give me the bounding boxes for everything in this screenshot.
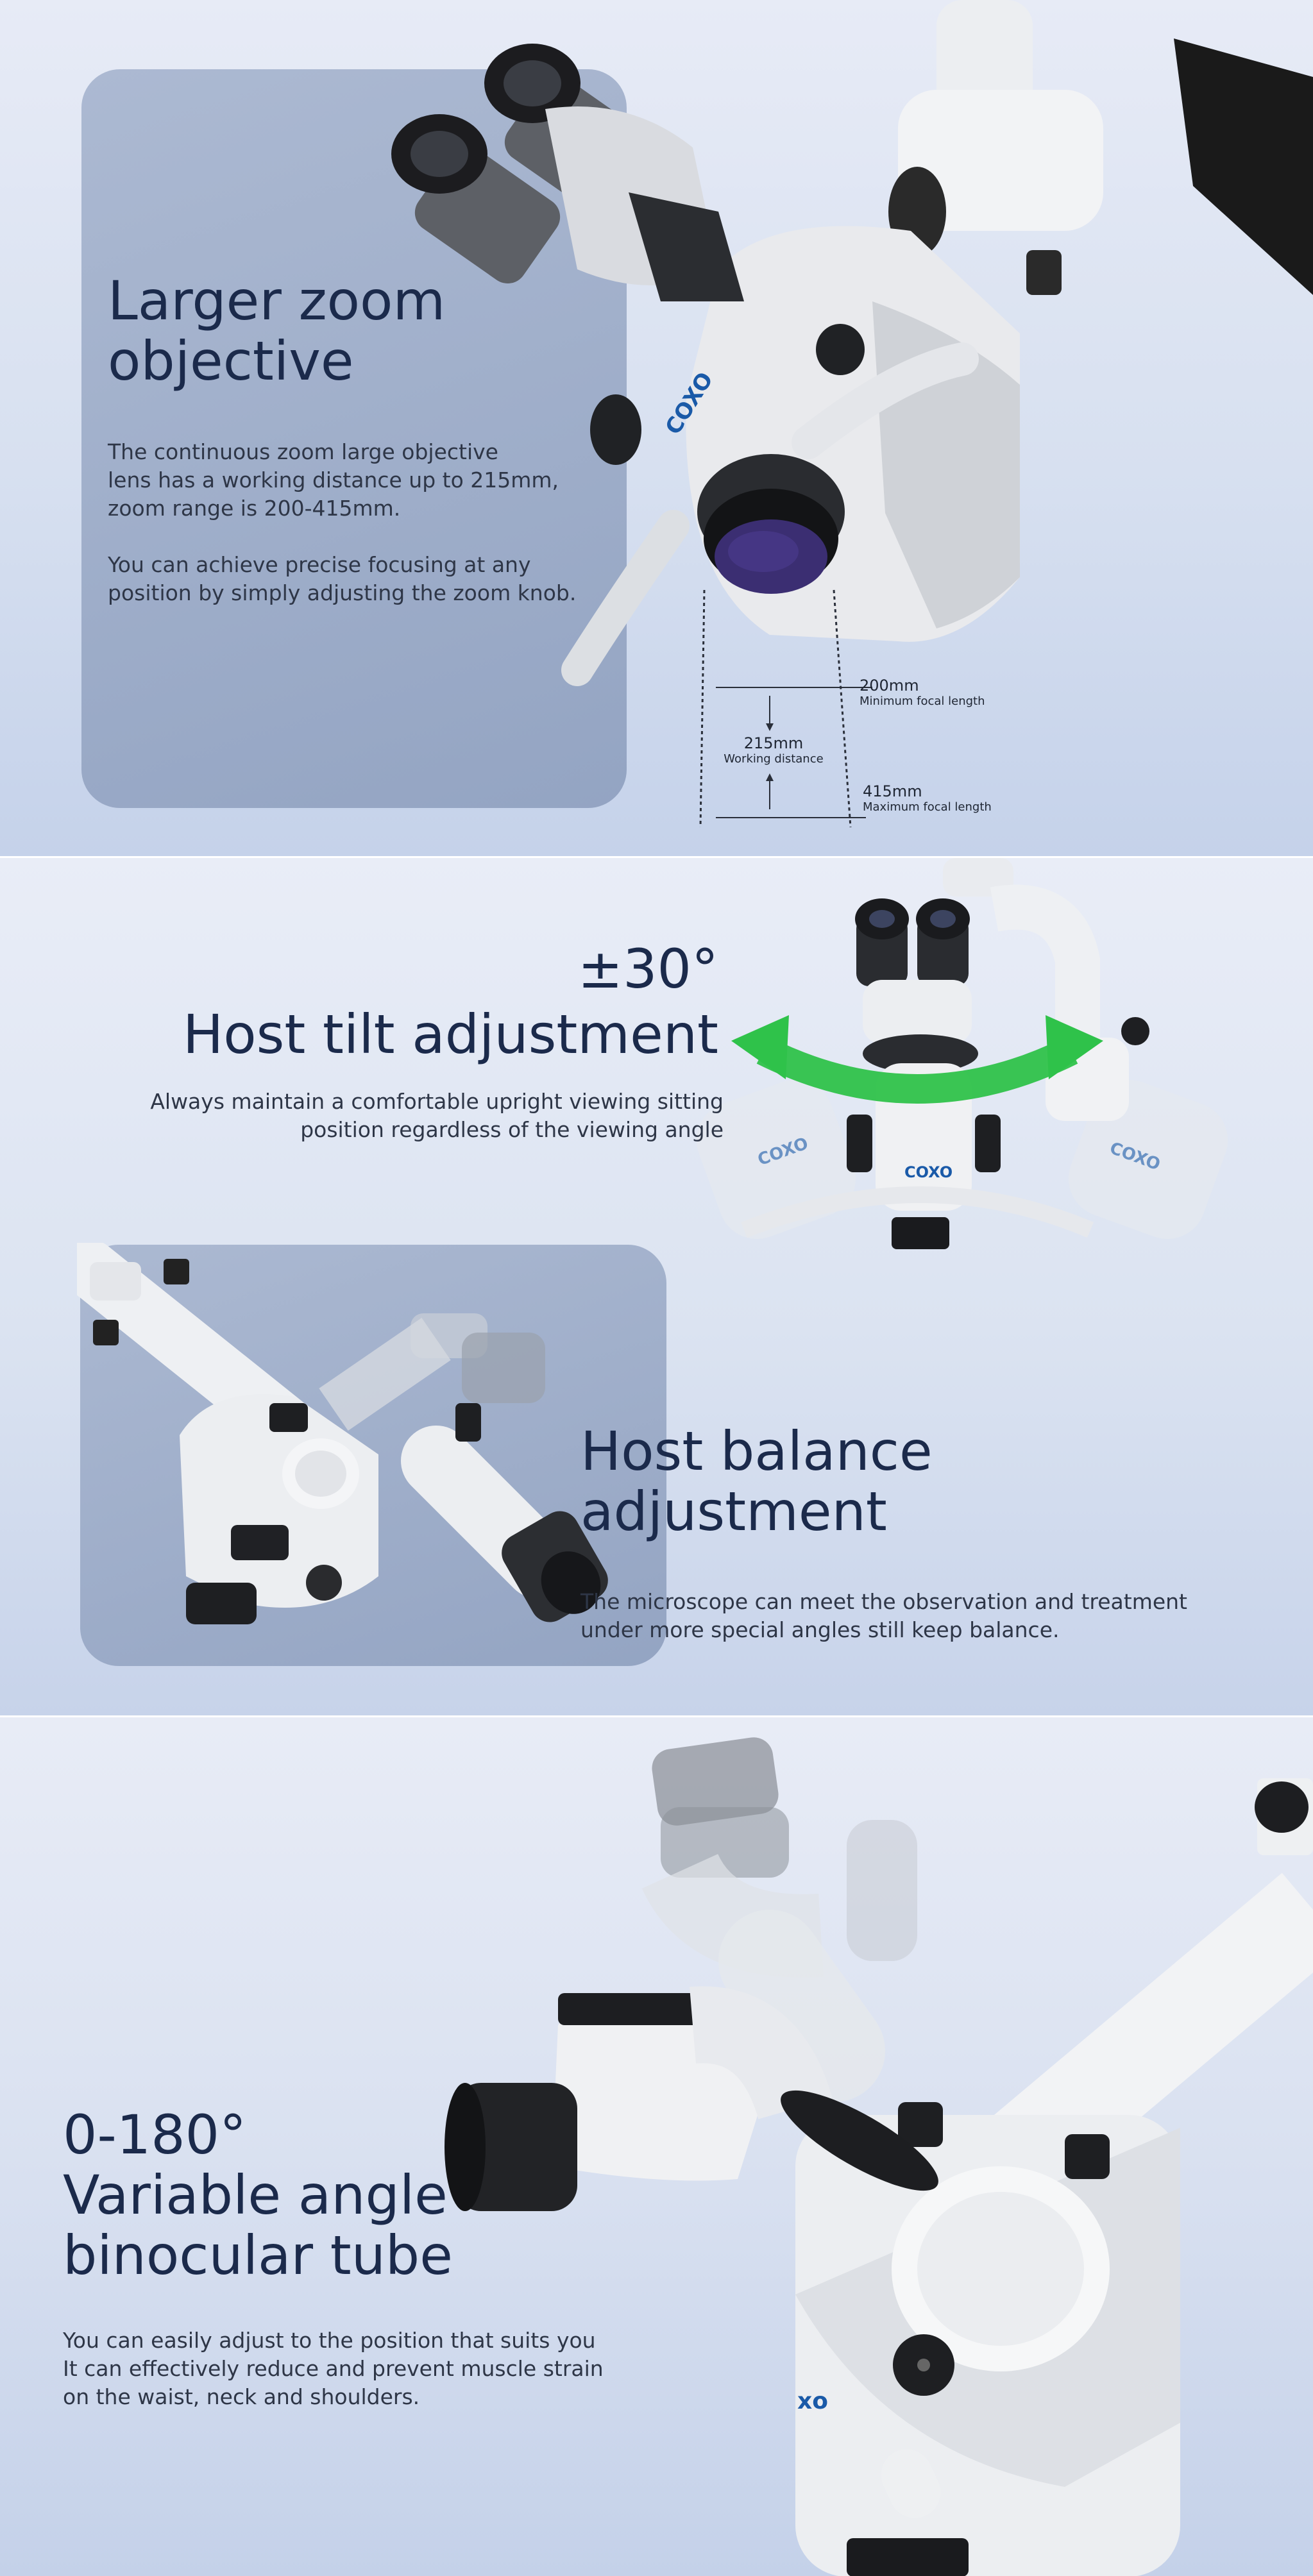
max-focal-value: 415mm (863, 782, 922, 800)
zoom-para2-line1: You can achieve precise focusing at any (108, 552, 531, 577)
zoom-para1-line3: zoom range is 200-415mm. (108, 496, 401, 521)
tilt-balance-section: COXO COXO COXO ±30° Host tilt adjustment… (0, 858, 1313, 1715)
arm-joint (898, 90, 1103, 231)
balance-title: Host balance adjustment (580, 1421, 933, 1542)
zoom-title: Larger zoom objective (108, 271, 445, 391)
zoom-title-line1: Larger zoom (108, 269, 446, 332)
zoom-para1-line1: The continuous zoom large objective (108, 439, 498, 464)
tilt-description: Always maintain a comfortable upright vi… (64, 1088, 724, 1144)
zoom-objective-section: COXO 200mm Minimum focal length 215mm Wo… (0, 0, 1313, 856)
zoom-microscope-illustration: COXO (391, 0, 1313, 686)
balance-body-line2: under more special angles still keep bal… (580, 1617, 1060, 1642)
zoom-description: The continuous zoom large objective lens… (108, 438, 608, 607)
tilt-angle: ±30° (577, 938, 718, 1000)
tilt-microscope-illustration: COXO COXO COXO (696, 858, 1228, 1249)
balance-title-line2: adjustment (580, 1480, 887, 1544)
max-focal-label: Maximum focal length (863, 800, 992, 814)
working-distance-annotation: 215mm Working distance (722, 734, 825, 766)
balance-title-line1: Host balance (580, 1420, 933, 1483)
binocular-body-line1: You can easily adjust to the position th… (63, 2328, 596, 2353)
balance-body-line1: The microscope can meet the observation … (580, 1589, 1187, 1614)
binocular-microscope-illustration: xo (445, 1737, 1313, 2576)
support-arm-white (936, 0, 1033, 115)
binocular-brand-partial: xo (797, 2388, 828, 2414)
binocular-title-line3: binocular tube (63, 2224, 453, 2287)
tilt-title: Host tilt adjustment (183, 1003, 718, 1066)
tilt-body-line2: position regardless of the viewing angle (300, 1117, 724, 1142)
working-distance-value: 215mm (743, 734, 804, 752)
min-focal-label: Minimum focal length (860, 695, 985, 708)
zoom-title-line2: objective (108, 330, 354, 393)
working-distance-label: Working distance (724, 752, 824, 766)
zoom-para2-line2: position by simply adjusting the zoom kn… (108, 580, 577, 605)
binocular-body-line3: on the waist, neck and shoulders. (63, 2384, 420, 2409)
section-divider-2 (0, 1715, 1313, 1717)
binocular-title-line1: 0-180° (63, 2103, 247, 2166)
binocular-section: xo 0-180° Variable angle binocular tube … (0, 1717, 1313, 2576)
balance-microscope-illustration (77, 1243, 608, 1624)
support-arm-black (1174, 38, 1313, 295)
tilt-body-line1: Always maintain a comfortable upright vi… (150, 1089, 724, 1114)
binocular-title-line2: Variable angle (63, 2164, 448, 2227)
binocular-title: 0-180° Variable angle binocular tube (63, 2105, 453, 2286)
min-focal-value: 200mm (860, 677, 919, 695)
min-focal-annotation: 200mm Minimum focal length (860, 677, 985, 708)
tilt-arrow (756, 1037, 1078, 1104)
max-focal-annotation: 415mm Maximum focal length (863, 782, 992, 814)
zoom-para1-line2: lens has a working distance up to 215mm, (108, 467, 559, 492)
tilt-brand-logo: COXO (904, 1163, 953, 1181)
section-divider (0, 856, 1313, 858)
binocular-description: You can easily adjust to the position th… (63, 2327, 704, 2411)
focal-length-diagram (699, 589, 872, 828)
side-handle-right (792, 342, 979, 459)
binocular-body-line2: It can effectively reduce and prevent mu… (63, 2356, 604, 2381)
balance-description: The microscope can meet the observation … (580, 1588, 1286, 1644)
side-handle-left (561, 510, 690, 686)
